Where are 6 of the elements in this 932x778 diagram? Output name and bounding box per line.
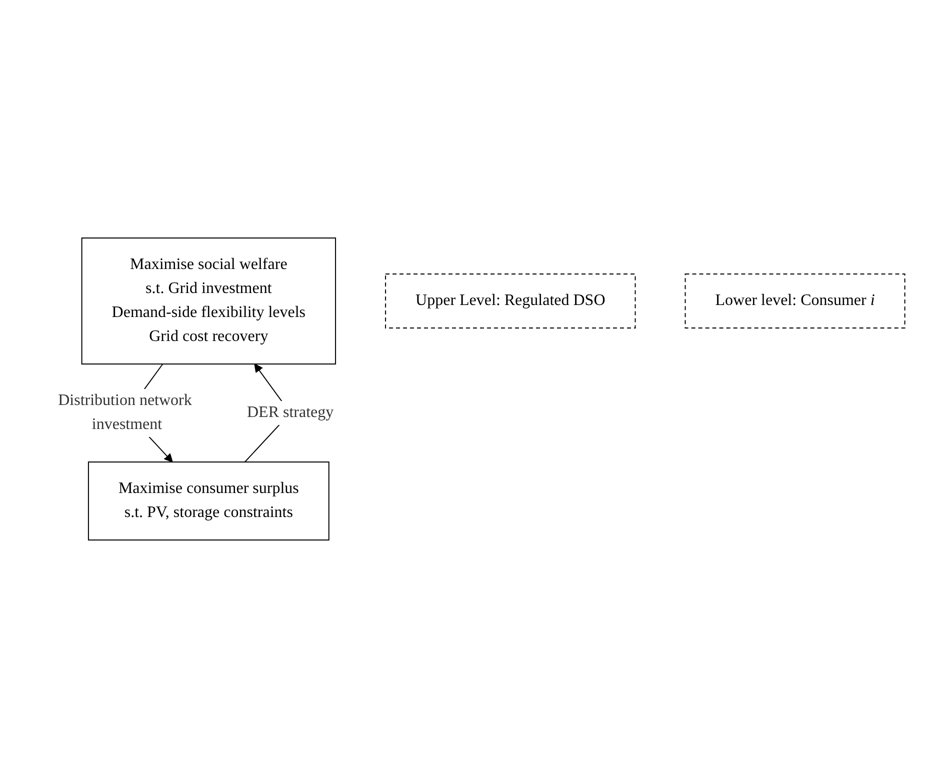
node-box: Upper Level: Regulated DSO — [385, 274, 636, 328]
node-box: Maximise consumer surplus s.t. PV, storage constraints — [88, 462, 330, 540]
edge-label: DER strategy — [247, 404, 334, 421]
node-box: Lower level: Consumer i — [684, 274, 906, 328]
node-box: Maximise social welfare s.t. Grid investment Demand-side flexibility levels Grid cost recovery — [81, 238, 336, 364]
edge-label: Distribution network investment — [58, 392, 192, 433]
